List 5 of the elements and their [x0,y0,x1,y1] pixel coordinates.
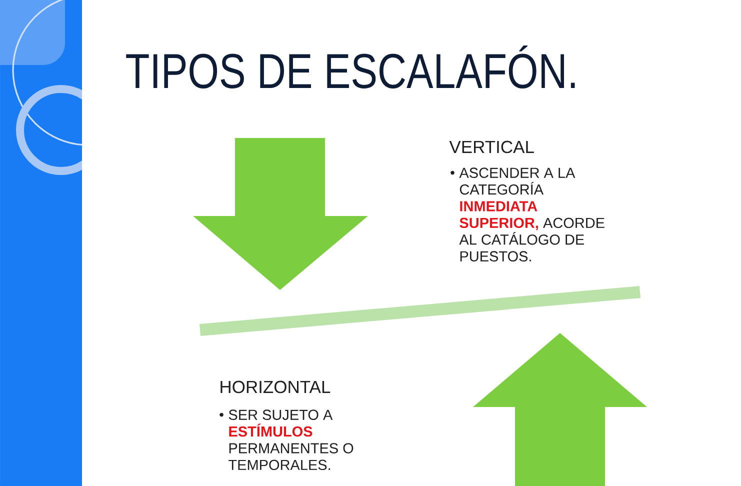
slide-title: TIPOS DE ESCALAFÓN. [126,46,575,88]
bullet-text: ASCENDER A LA CATEGORÍA INMEDIATA SUPERIOR, ACORDE AL CATÁLOGO DE PUESTOS. [459,168,604,262]
bullet-text: SER SUJETO A ESTÍMULOS PERMANENTES O TEMPORALES. [228,410,354,470]
heading: VERTICAL [449,140,534,154]
heading: HORIZONTAL [220,380,330,394]
